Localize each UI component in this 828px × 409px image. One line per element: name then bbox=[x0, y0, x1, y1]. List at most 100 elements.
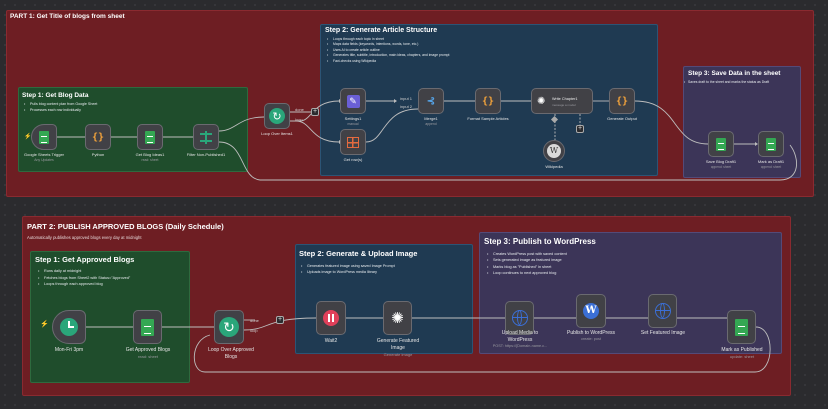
mark-as-draft-node[interactable] bbox=[758, 131, 784, 157]
get-blog-ideas-node[interactable] bbox=[137, 124, 163, 150]
node-label: Format Sample Articles bbox=[467, 116, 509, 121]
node-subtitle: append: sheet bbox=[760, 165, 782, 169]
merge-node[interactable]: ⊰ bbox=[418, 88, 444, 114]
write-chapter-node[interactable]: ✺ Write Chapter1 message a model bbox=[531, 88, 593, 114]
bullet: Processes each row individually bbox=[24, 107, 97, 113]
part1-title: PART 1: Get Title of blogs from sheet bbox=[10, 13, 125, 20]
get-approved-blogs-node[interactable] bbox=[133, 310, 162, 344]
part2-description: Automatically publishes approved blogs e… bbox=[27, 235, 142, 240]
set-featured-image-node[interactable] bbox=[648, 294, 677, 328]
part2-step1-title: Step 1: Get Approved Blogs bbox=[35, 255, 135, 264]
table-icon bbox=[347, 136, 359, 148]
add-node-button[interactable]: + bbox=[576, 125, 584, 133]
wikipedia-tool-node[interactable]: W bbox=[543, 140, 565, 162]
add-node-button[interactable]: + bbox=[311, 108, 319, 116]
upload-media-wordpress-node[interactable] bbox=[505, 301, 534, 335]
mark-as-published-node[interactable] bbox=[727, 310, 756, 344]
node-label: Blogs bbox=[224, 354, 238, 360]
node-label: Publish to WordPress bbox=[567, 330, 615, 336]
pencil-icon: ✎ bbox=[346, 94, 360, 108]
trigger-bolt-icon: ⚡ bbox=[40, 321, 49, 328]
google-sheets-icon bbox=[766, 137, 776, 151]
part1-step3-bullets: Saves draft to the sheet and marks the s… bbox=[684, 80, 769, 86]
node-label: Get Blog Ideas1 bbox=[135, 152, 165, 157]
node-label: Mark as Draft1 bbox=[757, 159, 785, 164]
part2-step2-bullets: Generates featured image using saved Ima… bbox=[301, 263, 395, 276]
node-label: Mon-Fri 3pm bbox=[54, 347, 84, 353]
google-sheets-trigger-node[interactable] bbox=[31, 124, 57, 150]
node-label: Upload Media to bbox=[501, 330, 539, 336]
part2-step2-title: Step 2: Generate & Upload Image bbox=[299, 249, 418, 258]
bullet: Creates WordPress post with saved conten… bbox=[487, 251, 567, 258]
clock-icon bbox=[60, 318, 78, 336]
node-label: Mark as Published bbox=[721, 347, 763, 353]
edge-label-loop: loop bbox=[250, 328, 258, 333]
part2-step3-bullets: Creates WordPress post with saved conten… bbox=[487, 251, 567, 276]
pause-icon bbox=[323, 310, 339, 326]
part1-step2-bullets: Loops through each topic in sheet Maps d… bbox=[327, 37, 449, 64]
node-label: Settings1 bbox=[344, 116, 362, 121]
google-sheets-icon bbox=[716, 137, 726, 151]
google-sheets-icon bbox=[145, 130, 155, 144]
loop-over-items-node[interactable]: ↻ bbox=[264, 103, 290, 129]
generate-featured-image-node[interactable]: ✺ bbox=[383, 301, 412, 335]
filter-icon bbox=[200, 130, 212, 144]
node-label: Wikipedia bbox=[545, 164, 563, 169]
wikipedia-icon: W bbox=[547, 144, 561, 158]
node-label: Loop Over Items1 bbox=[261, 131, 293, 136]
node-subtitle: create: post bbox=[581, 337, 601, 341]
get-rows-node[interactable] bbox=[340, 129, 366, 155]
node-label: Save Blog Draft1 bbox=[705, 159, 737, 164]
save-blog-draft-node[interactable] bbox=[708, 131, 734, 157]
bullet: Loops through each approved blog bbox=[38, 281, 130, 288]
bullet: Marks blog as "Published" in sheet bbox=[487, 264, 567, 271]
node-subtitle: Any Updates bbox=[34, 158, 54, 162]
code-icon: {} bbox=[481, 95, 495, 107]
node-label: Write Chapter1 bbox=[552, 97, 578, 101]
node-label: Loop Over Approved bbox=[208, 347, 254, 353]
bullet: Pulls blog content plan from Google Shee… bbox=[24, 101, 97, 107]
node-label: Filter Non-Published1 bbox=[186, 152, 226, 157]
python-code-node[interactable]: {} bbox=[85, 124, 111, 150]
node-subtitle: POST: https://[Domain-name.c... bbox=[492, 344, 548, 348]
node-label: Get row(s) bbox=[343, 157, 363, 162]
loop-over-approved-blogs-node[interactable]: ↻ bbox=[214, 310, 244, 344]
part1-step3-title: Step 3: Save Data in the sheet bbox=[688, 70, 781, 77]
bullet: Loop continues to next approved blog bbox=[487, 270, 567, 277]
bullet: Loops through each topic in sheet bbox=[327, 37, 449, 43]
bullet: Uses AI to create article outline bbox=[327, 48, 449, 54]
node-subtitle: append bbox=[425, 122, 437, 126]
bullet: Uploads image to WordPress media library bbox=[301, 269, 395, 276]
bullet: Saves draft to the sheet and marks the s… bbox=[684, 80, 769, 86]
google-sheets-icon bbox=[39, 130, 49, 144]
loop-icon: ↻ bbox=[269, 108, 285, 124]
edge-label-input1: input 1 bbox=[400, 96, 413, 101]
node-subtitle: update: sheet bbox=[729, 354, 755, 359]
filter-non-published-node[interactable] bbox=[193, 124, 219, 150]
bullet: Sets generated image as featured image bbox=[487, 257, 567, 264]
wait-node[interactable] bbox=[316, 301, 346, 335]
merge-icon: ⊰ bbox=[426, 95, 436, 107]
generate-output-node[interactable]: {} bbox=[609, 88, 635, 114]
part1-step1-bullets: Pulls blog content plan from Google Shee… bbox=[24, 101, 97, 113]
node-label: Set Featured Image bbox=[640, 330, 686, 336]
schedule-trigger-node[interactable] bbox=[52, 310, 86, 344]
edge-label-loop: loop bbox=[295, 117, 303, 122]
node-label: WordPress bbox=[507, 337, 533, 343]
add-node-button[interactable]: + bbox=[276, 316, 284, 324]
openai-icon: ✺ bbox=[391, 310, 404, 327]
globe-icon bbox=[654, 303, 671, 319]
format-sample-articles-node[interactable]: {} bbox=[475, 88, 501, 114]
edge-label-done: done bbox=[295, 107, 304, 112]
node-label: Wait2 bbox=[324, 338, 338, 344]
code-icon: {} bbox=[91, 131, 105, 143]
settings-node[interactable]: ✎ bbox=[340, 88, 366, 114]
google-sheets-icon bbox=[141, 318, 154, 336]
bullet: Maps data fields (keywords, intentions, … bbox=[327, 42, 449, 48]
edge-label-done: done bbox=[250, 318, 259, 323]
publish-to-wordpress-node[interactable]: W bbox=[576, 294, 606, 328]
node-subtitle: append: sheet bbox=[710, 165, 732, 169]
node-subtitle: read: sheet bbox=[141, 158, 159, 162]
node-subtitle: message a model bbox=[552, 103, 576, 107]
code-icon: {} bbox=[615, 95, 629, 107]
